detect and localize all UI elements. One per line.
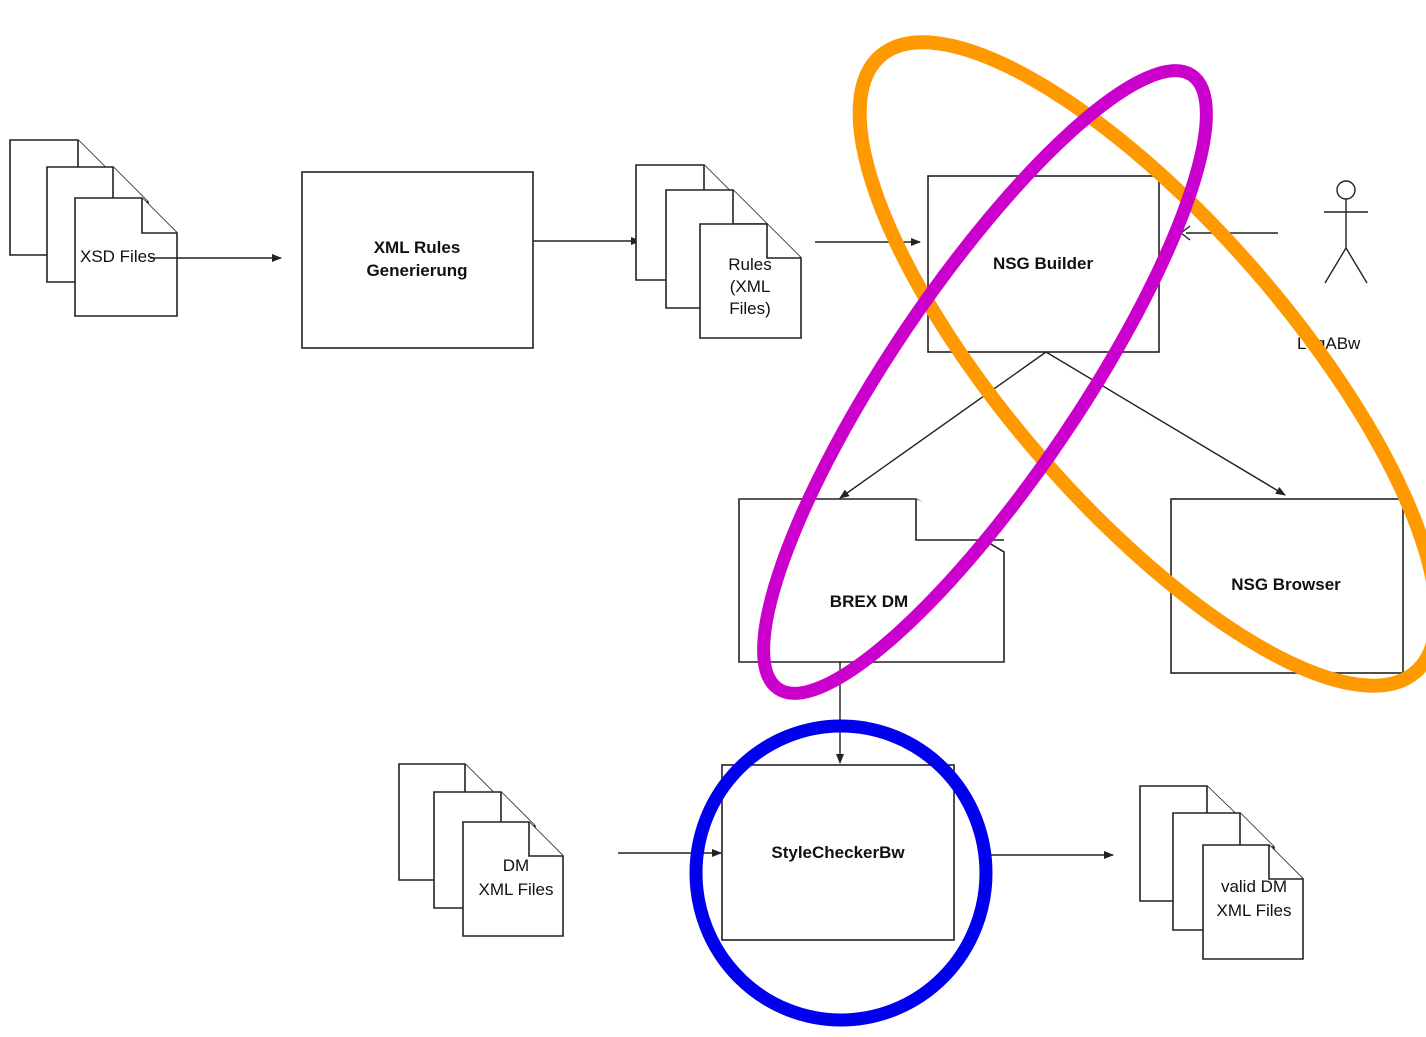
- valid-dm-files-stack: valid DM XML Files: [1139, 785, 1304, 960]
- actor-logabw: LogABw: [1297, 180, 1368, 353]
- brex-dm-label: BREX DM: [830, 592, 908, 611]
- rules-files-stack: Rules (XML Files): [635, 164, 802, 339]
- arrow-builder-to-brex: [839, 351, 1047, 499]
- stylechecker-box: StyleCheckerBw: [721, 764, 955, 941]
- valid-files-line1: valid DM: [1221, 877, 1287, 896]
- nsg-builder-label: NSG Builder: [993, 254, 1094, 273]
- xml-rules-generierung-box: XML Rules Generierung: [301, 171, 534, 349]
- brex-dm-document: BREX DM: [738, 498, 1005, 663]
- dm-xml-files-stack: DM XML Files: [398, 763, 564, 937]
- nsg-builder-box: NSG Builder: [927, 175, 1160, 353]
- stylechecker-label: StyleCheckerBw: [771, 843, 905, 862]
- arrow-builder-to-browser: [1045, 351, 1286, 496]
- xml-rules-line2: Generierung: [366, 261, 467, 280]
- dm-files-line2: XML Files: [479, 880, 554, 899]
- xsd-files-label: XSD Files: [80, 247, 156, 266]
- xsd-files-stack: XSD Files: [9, 139, 178, 317]
- nsg-browser-label: NSG Browser: [1231, 575, 1341, 594]
- nsg-browser-box: NSG Browser: [1170, 498, 1404, 674]
- rules-line1: Rules: [728, 255, 771, 274]
- magenta-highlight-ellipse: [757, 64, 1213, 700]
- rules-line2: (XML: [730, 277, 771, 296]
- rules-line3: Files): [729, 299, 771, 318]
- blue-highlight-circle: [689, 719, 993, 1027]
- xml-rules-line1: XML Rules: [374, 238, 461, 257]
- valid-files-line2: XML Files: [1217, 901, 1292, 920]
- dm-files-line1: DM: [503, 856, 529, 875]
